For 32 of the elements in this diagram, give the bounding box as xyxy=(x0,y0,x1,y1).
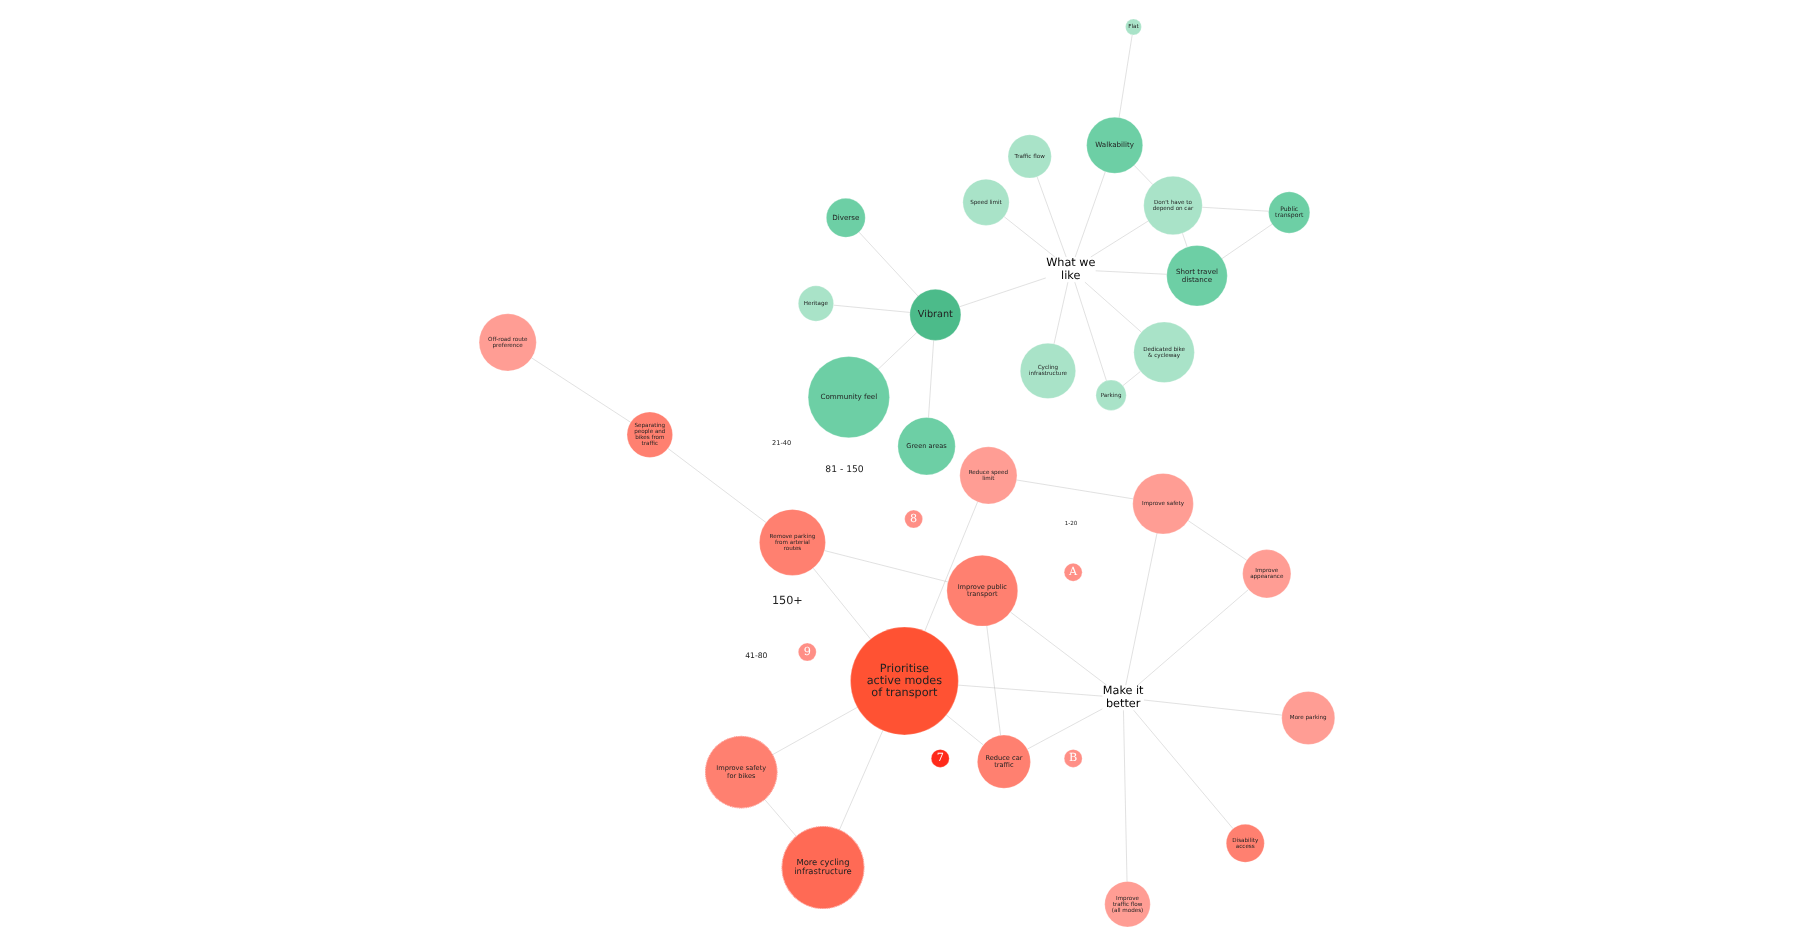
connector xyxy=(945,713,983,744)
connector xyxy=(1142,698,1281,715)
connector xyxy=(1015,478,1133,498)
connector xyxy=(1073,281,1106,380)
connector xyxy=(1136,588,1248,685)
connector xyxy=(1117,33,1132,117)
connector xyxy=(957,684,1102,696)
connector xyxy=(771,706,857,754)
connector xyxy=(1220,223,1272,258)
connector xyxy=(530,356,630,422)
connector xyxy=(1009,611,1106,685)
connector xyxy=(1121,370,1140,385)
connector xyxy=(857,231,918,296)
connector xyxy=(1133,164,1152,184)
connector xyxy=(1132,709,1233,828)
connector xyxy=(877,331,916,369)
connector xyxy=(823,549,947,582)
connector xyxy=(1026,707,1102,749)
connector xyxy=(1181,232,1187,247)
connector xyxy=(958,276,1045,306)
connector xyxy=(838,729,882,829)
connector xyxy=(1124,532,1157,685)
connector xyxy=(985,624,1000,735)
connector xyxy=(666,447,766,522)
connector xyxy=(1003,215,1055,257)
connector xyxy=(1074,170,1105,257)
connector xyxy=(923,500,977,631)
connector xyxy=(1083,281,1141,332)
connector xyxy=(1035,175,1066,257)
connector xyxy=(812,567,870,639)
connector xyxy=(1187,519,1246,560)
connector xyxy=(1089,219,1148,257)
